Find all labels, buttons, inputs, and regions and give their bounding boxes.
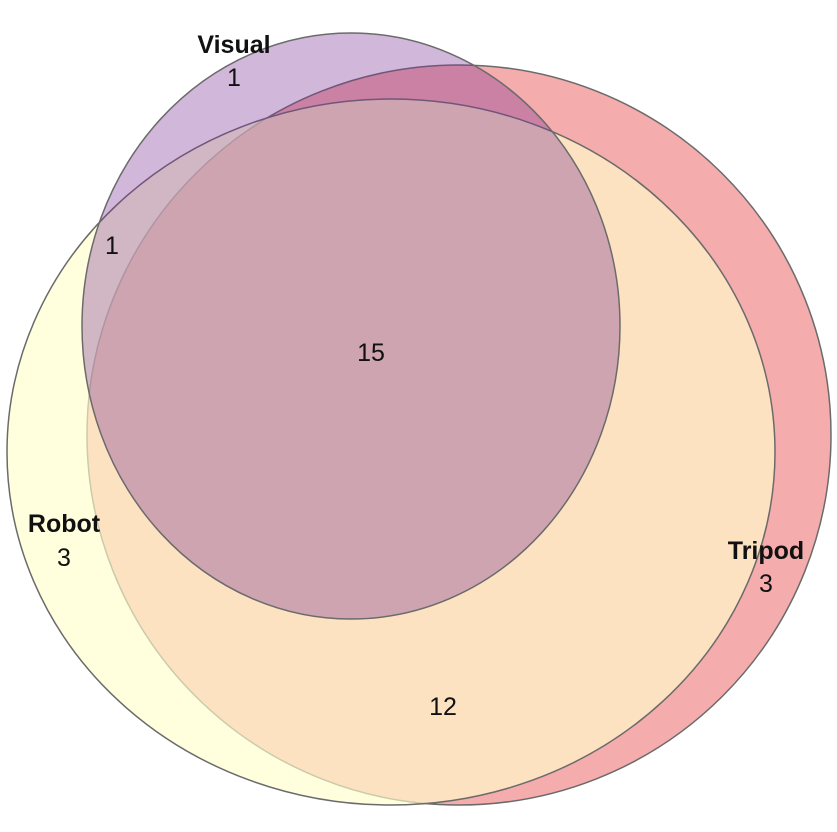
visual-set-label: Visual bbox=[197, 31, 270, 59]
visual-only-count: 1 bbox=[227, 64, 241, 92]
tripod-set-label: Tripod bbox=[728, 537, 804, 565]
visual-circle bbox=[81, 32, 621, 620]
robot-circle bbox=[6, 98, 776, 806]
robot-tripod-count: 12 bbox=[429, 693, 457, 721]
tripod-only-count: 3 bbox=[759, 570, 773, 598]
visual-robot-count: 1 bbox=[105, 232, 119, 260]
robot-only-count: 3 bbox=[57, 544, 71, 572]
robot-set-label: Robot bbox=[28, 510, 101, 538]
all-three-count: 15 bbox=[357, 339, 385, 367]
